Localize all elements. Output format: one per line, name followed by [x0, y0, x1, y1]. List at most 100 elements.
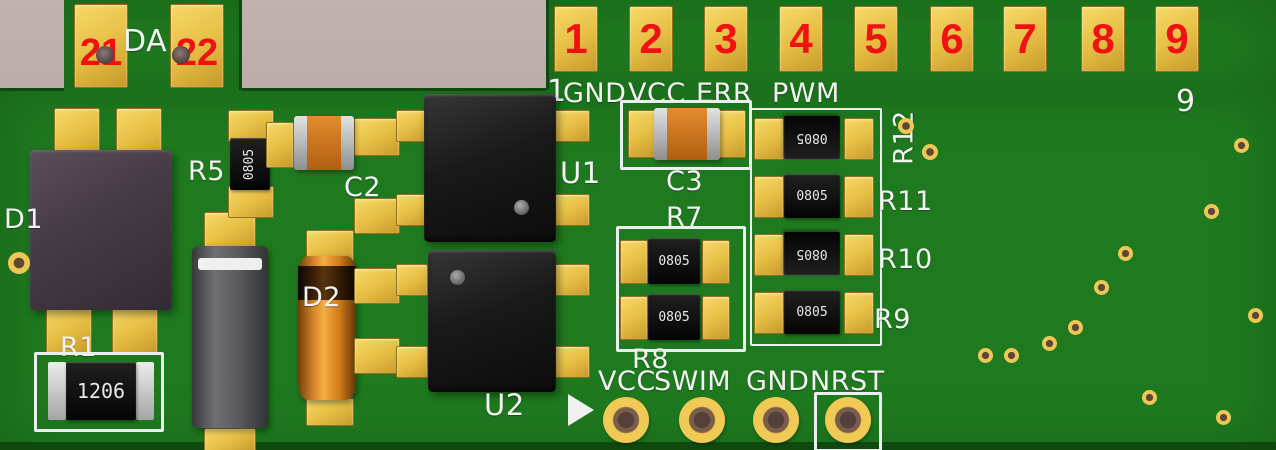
c2-pad [266, 122, 294, 168]
board-edge [239, 0, 242, 90]
cap-pad [204, 428, 256, 450]
via [1216, 410, 1231, 425]
c3-refdes: C3 [666, 166, 704, 197]
r1-refdes: R1 [60, 332, 97, 363]
c3-terminal [654, 108, 667, 160]
r5-marking: 0805 [242, 148, 258, 180]
board-edge [242, 88, 546, 91]
c2-refdes: C2 [344, 172, 382, 203]
capacitor-stripe [198, 258, 262, 270]
c3-terminal [707, 108, 720, 160]
c3-capacitor-body[interactable] [654, 108, 720, 160]
r7-r8-silk-outline [616, 226, 746, 352]
u2-pad [396, 264, 428, 296]
via [1204, 204, 1219, 219]
r9-r12-silk-outline [750, 108, 882, 346]
top-pad-6: 6 [930, 6, 974, 72]
header-hole-swim [679, 397, 725, 443]
d1-pad [112, 304, 158, 354]
top-pad-9: 9 [1155, 6, 1199, 72]
via [1068, 320, 1083, 335]
d1-diode-body[interactable] [30, 150, 172, 310]
d2-cathode-band [298, 266, 356, 300]
top-pad-5: 5 [854, 6, 898, 72]
via [1142, 390, 1157, 405]
r8-pad [702, 296, 730, 340]
c3-dielectric [667, 108, 707, 160]
top-pad-4: 4 [779, 6, 823, 72]
r11-resistor-body[interactable]: 0805 [784, 174, 840, 218]
smd-pad [354, 268, 400, 304]
u2-pad [396, 346, 428, 378]
u1-refdes: U1 [560, 156, 601, 190]
via [1248, 308, 1263, 323]
r10-pad [754, 234, 784, 276]
d2-pad [306, 398, 354, 426]
c3-pad [718, 110, 746, 158]
u2-pad [552, 346, 590, 378]
via [898, 118, 914, 134]
electrolytic-capacitor-body[interactable] [192, 246, 268, 428]
r1-resistor-body[interactable]: 1206 [66, 362, 136, 420]
via [1042, 336, 1057, 351]
u1-ic-body[interactable] [424, 94, 556, 242]
via [1004, 348, 1019, 363]
top-pad-7: 7 [1003, 6, 1047, 72]
r8-pad [620, 296, 648, 340]
r12-resistor-body[interactable]: 0805 [784, 116, 840, 160]
via [1094, 280, 1109, 295]
tab-pad-21: 21 [74, 4, 128, 88]
header-silk-nrst: NRST [810, 366, 885, 397]
top-pad-3: 3 [704, 6, 748, 72]
c2-capacitor-body[interactable] [294, 116, 354, 170]
silk-pin9: 9 [1176, 84, 1196, 119]
r7-resistor-body[interactable]: 0805 [648, 238, 700, 284]
header-hole-vcc [603, 397, 649, 443]
via [1118, 246, 1133, 261]
r8-resistor-body[interactable]: 0805 [648, 294, 700, 340]
c2-dielectric [307, 116, 341, 170]
board-edge [0, 442, 1276, 450]
d1-refdes: D1 [4, 204, 43, 235]
silk-err: ERR [696, 78, 753, 109]
silk-gnd: GND [563, 78, 627, 109]
r10-resistor-body[interactable]: 0805 [784, 232, 840, 276]
smd-pad [354, 198, 400, 234]
r10-pad [844, 234, 874, 276]
tab-drill-hole [172, 46, 190, 64]
r10-refdes: R10 [878, 244, 933, 275]
d2-refdes: D2 [302, 282, 341, 313]
u1-pad [552, 110, 590, 142]
r12-pad [754, 118, 784, 160]
tab-drill-hole [96, 46, 114, 64]
u1-pad [552, 194, 590, 226]
u2-pad [552, 264, 590, 296]
d1-pad [46, 304, 92, 354]
c2-terminal [341, 116, 354, 170]
top-pad-8: 8 [1081, 6, 1125, 72]
board-edge [0, 88, 64, 91]
c2-pad [354, 118, 400, 156]
via [922, 144, 938, 160]
r7-pad [702, 240, 730, 284]
top-pad-1: 1 [554, 6, 598, 72]
smd-pad [354, 338, 400, 374]
c2-terminal [294, 116, 307, 170]
header-hole-nrst [825, 397, 871, 443]
header-hole-gnd [753, 397, 799, 443]
r5-refdes: R5 [188, 156, 225, 187]
header-silk-vcc: VCC [598, 366, 656, 397]
u2-ic-body[interactable] [428, 250, 556, 392]
pin1-arrow-icon [568, 394, 594, 426]
board-edge [546, 0, 549, 90]
r1-silk-outline [34, 352, 164, 432]
header-silk-swim: SWIM [654, 366, 732, 397]
r5-resistor-body[interactable]: 0805 [230, 138, 270, 190]
top-pad-2: 2 [629, 6, 673, 72]
u1-pin1-dot [514, 200, 529, 215]
r11-pad [844, 176, 874, 218]
silk-pwm: PWM [772, 78, 840, 109]
r9-resistor-body[interactable]: 0805 [784, 290, 840, 334]
r9-refdes: R9 [874, 304, 911, 335]
